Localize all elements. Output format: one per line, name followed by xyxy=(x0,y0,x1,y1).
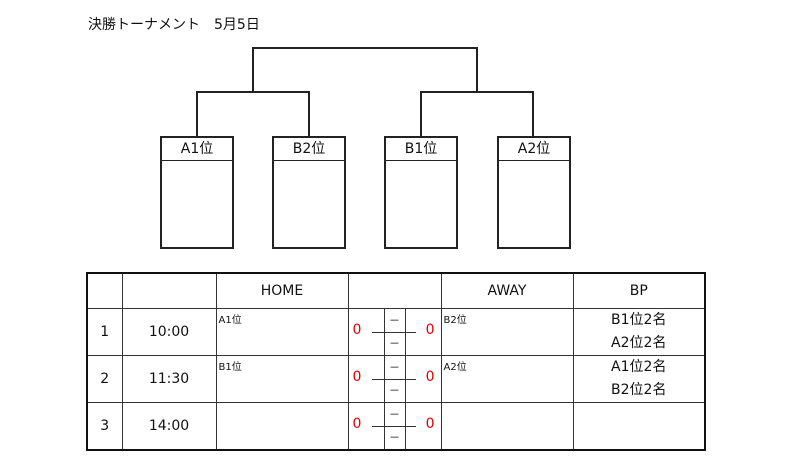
away-score: 0 xyxy=(425,416,435,432)
home-team: B1位 xyxy=(218,362,242,373)
bracket-line-final xyxy=(252,47,478,92)
score-cell: 0 － － 0 xyxy=(347,308,442,356)
away-team-cell: A2位 xyxy=(440,355,574,403)
bp-item: A1位2名 xyxy=(611,359,667,375)
team-box-b2: B2位 xyxy=(272,136,346,249)
table-row: 2 11:30 B1位 0 － － 0 A2位 A1位2名 B2位2名 xyxy=(86,355,706,403)
home-team-cell: B1位 xyxy=(215,355,349,403)
match-time: 14:00 xyxy=(121,402,217,451)
away-team: B2位 xyxy=(443,315,467,326)
header-time xyxy=(121,272,217,309)
team-name: B1位 xyxy=(386,138,456,161)
match-number: 1 xyxy=(86,308,123,356)
score-dash: － xyxy=(389,361,400,374)
away-team-cell xyxy=(440,402,574,451)
page-title: 決勝トーナメント 5月5日 xyxy=(88,17,260,33)
team-box-a2: A2位 xyxy=(497,136,571,249)
team-name: A1位 xyxy=(162,138,232,161)
team-name: B2位 xyxy=(274,138,344,161)
home-team-cell xyxy=(215,402,349,451)
away-team-cell: B2位 xyxy=(440,308,574,356)
bp-item: A2位2名 xyxy=(611,335,667,351)
away-score: 0 xyxy=(425,322,435,338)
match-time: 10:00 xyxy=(121,308,217,356)
header-no xyxy=(86,272,123,309)
home-score: 0 xyxy=(352,322,362,338)
bracket-line-right xyxy=(420,91,534,138)
bp-item: B1位2名 xyxy=(611,312,667,328)
match-number: 3 xyxy=(86,402,123,451)
home-score: 0 xyxy=(352,369,362,385)
header-score xyxy=(347,272,442,309)
bp-item: B2位2名 xyxy=(611,382,667,398)
score-cell: 0 － － 0 xyxy=(347,355,442,403)
score-dash: － xyxy=(389,337,400,350)
bp-cell: A1位2名 B2位2名 xyxy=(572,355,706,403)
home-team: A1位 xyxy=(218,315,242,326)
match-number: 2 xyxy=(86,355,123,403)
home-team-cell: A1位 xyxy=(215,308,349,356)
score-dash: － xyxy=(389,384,400,397)
header-home: HOME xyxy=(215,272,349,309)
header-bp: BP xyxy=(572,272,706,309)
table-row: 3 14:00 0 － － 0 xyxy=(86,402,706,451)
team-name: A2位 xyxy=(499,138,569,161)
team-box-a1: A1位 xyxy=(160,136,234,249)
table-header-row: HOME AWAY BP xyxy=(86,272,706,309)
score-dash: － xyxy=(389,431,400,444)
bp-cell: B1位2名 A2位2名 xyxy=(572,308,706,356)
header-away: AWAY xyxy=(440,272,574,309)
tournament-bracket xyxy=(196,47,534,138)
bracket-line-left xyxy=(196,91,310,138)
score-dash: － xyxy=(389,314,400,327)
team-box-b1: B1位 xyxy=(384,136,458,249)
away-score: 0 xyxy=(425,369,435,385)
away-team: A2位 xyxy=(443,362,467,373)
score-cell: 0 － － 0 xyxy=(347,402,442,451)
home-score: 0 xyxy=(352,416,362,432)
match-time: 11:30 xyxy=(121,355,217,403)
bp-cell xyxy=(572,402,706,451)
table-row: 1 10:00 A1位 0 － － 0 B2位 B1位2名 A2位2名 xyxy=(86,308,706,356)
score-dash: － xyxy=(389,408,400,421)
schedule-table: HOME AWAY BP 1 10:00 A1位 0 － － 0 B2位 B1位… xyxy=(86,272,706,451)
